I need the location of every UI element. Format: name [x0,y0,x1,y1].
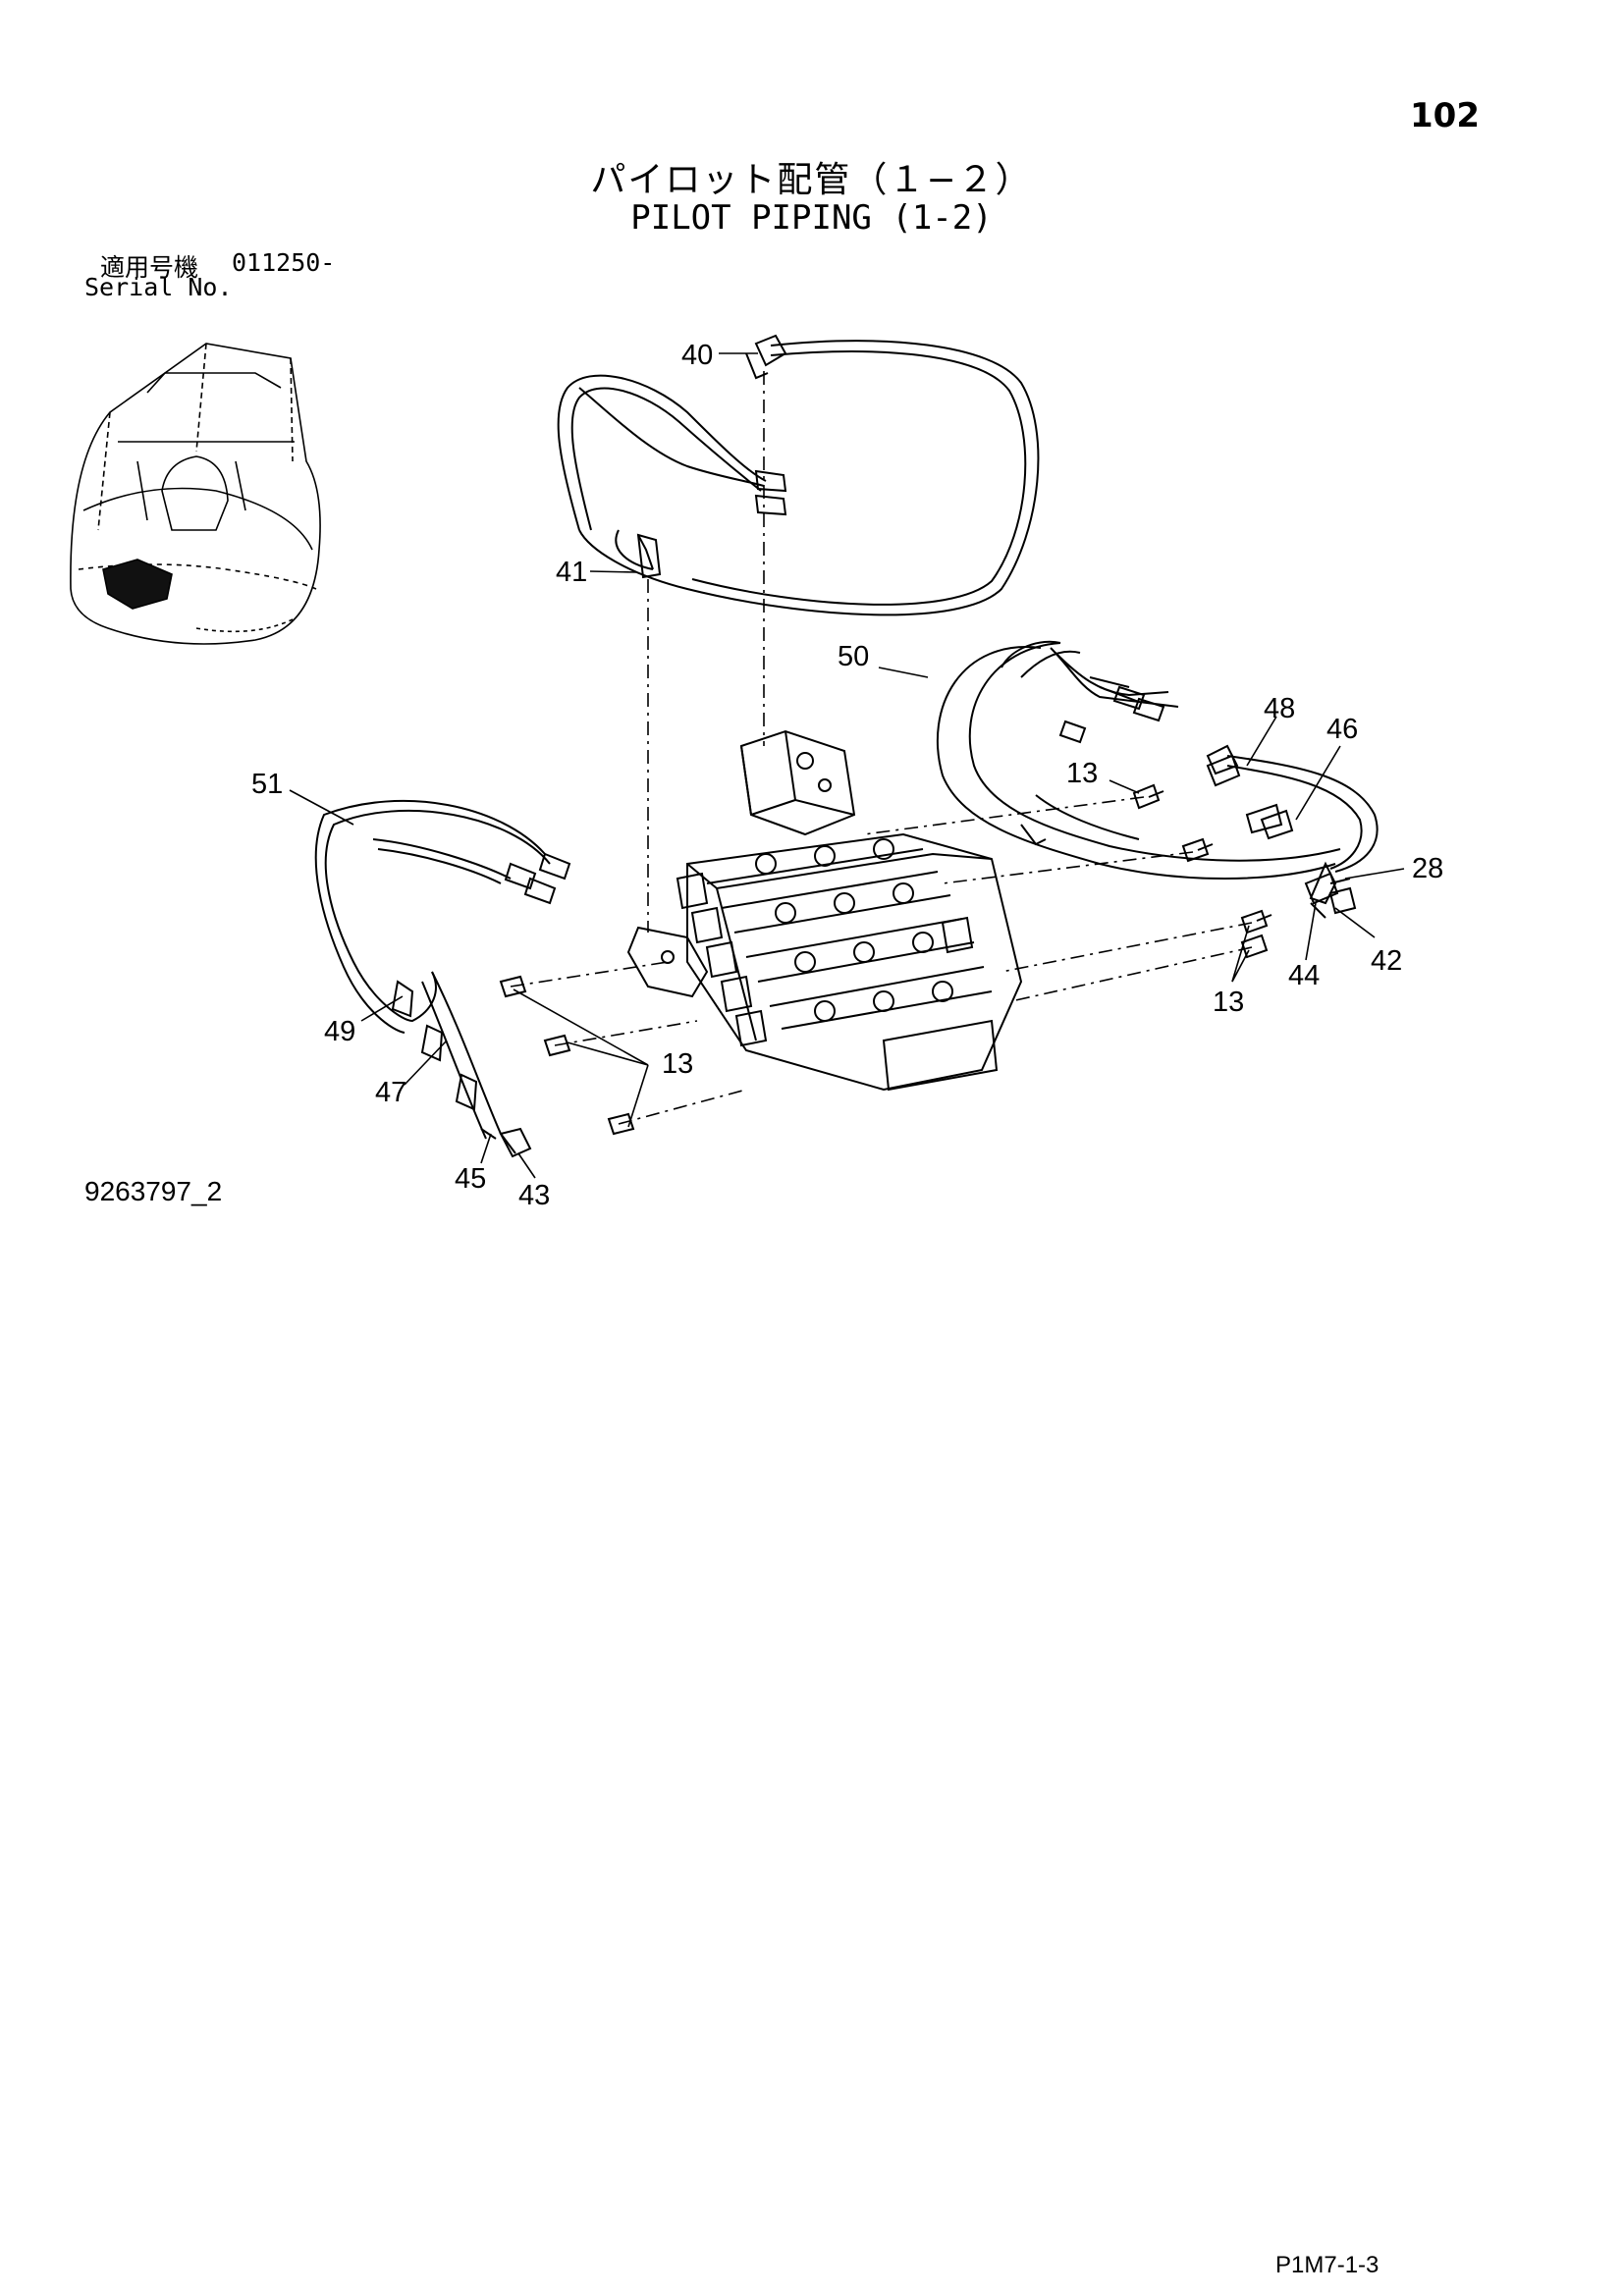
callout-40: 40 [681,340,713,371]
callout-46: 46 [1326,714,1358,745]
fittings-right-group [1206,754,1357,919]
callout-49: 49 [324,1016,355,1047]
dashed-leader-lines [510,371,1253,1125]
hose-bundle-51 [314,799,571,1158]
hose-bundle-50 [936,640,1379,905]
callout-13-top: 13 [1066,758,1098,789]
callout-28: 28 [1412,853,1443,884]
callout-13-left: 13 [662,1048,693,1080]
page-number: 102 [1410,96,1480,135]
title-japanese: パイロット配管（１−２） [590,160,1033,200]
callout-42: 42 [1371,945,1402,977]
callout-leader-lines [289,352,1405,1179]
serial-label-japanese: 適用号機 [100,253,199,282]
drawing-number: 9263797_2 [84,1176,223,1206]
serial-label-english: Serial No. [84,273,233,301]
callout-45: 45 [455,1163,486,1195]
control-valve-block [676,729,1023,1092]
callout-41: 41 [556,557,587,588]
callout-50: 50 [838,641,869,672]
mounting-bracket [626,926,709,998]
callout-51: 51 [251,769,283,800]
callout-44: 44 [1288,960,1320,991]
excavator-location-thumbnail [70,343,321,645]
page-code: P1M7-1-3 [1275,2252,1380,2278]
callout-13-right: 13 [1213,987,1244,1018]
callout-48: 48 [1264,693,1295,724]
serial-number-value: 011250- [232,248,336,277]
callout-47: 47 [375,1077,406,1108]
callout-43: 43 [518,1180,550,1211]
pilot-piping-diagram: 40 41 50 51 48 46 13 28 44 42 13 49 13 4… [70,334,1443,1211]
title-english: PILOT PIPING (1-2) [630,198,993,238]
fittings-13 [499,783,1272,1136]
pilot-hose-40-41 [557,334,1040,616]
